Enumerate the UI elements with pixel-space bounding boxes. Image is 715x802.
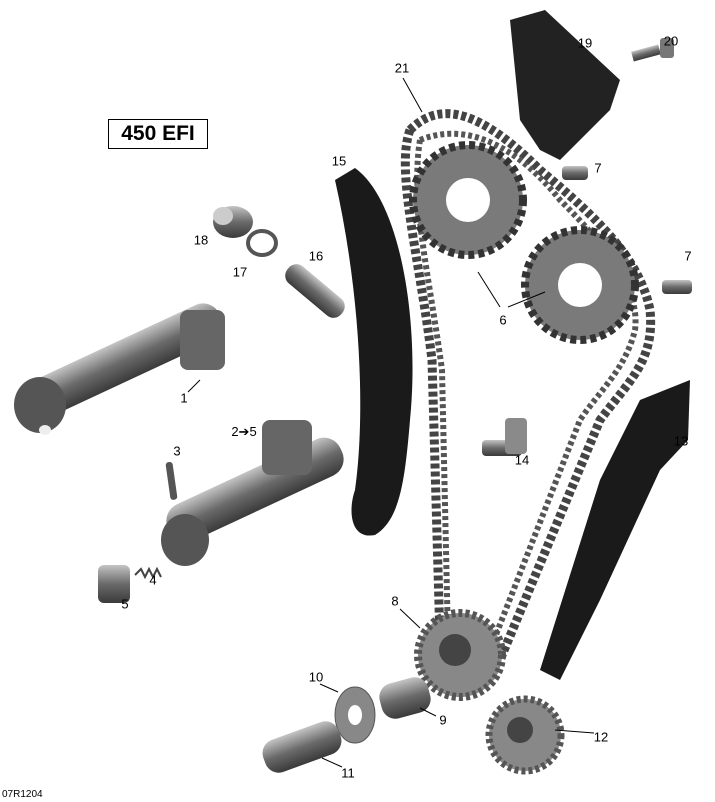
callout-2-to-5: 2➔5 bbox=[231, 424, 257, 439]
sleeve bbox=[379, 677, 431, 719]
callout-8: 8 bbox=[391, 593, 399, 609]
callout-9: 9 bbox=[439, 712, 447, 728]
callout-7: 7 bbox=[684, 248, 692, 264]
callout-18: 18 bbox=[193, 232, 209, 248]
callout-12: 12 bbox=[593, 729, 609, 745]
callout-5: 5 bbox=[121, 596, 129, 612]
shoulder-bolt bbox=[482, 418, 527, 456]
spring bbox=[134, 566, 162, 580]
pin bbox=[285, 264, 345, 318]
callout-17: 17 bbox=[232, 264, 248, 280]
bolt bbox=[662, 280, 692, 294]
tensioner-guide bbox=[540, 380, 690, 680]
o-ring bbox=[246, 229, 278, 257]
callout-21: 21 bbox=[394, 60, 410, 76]
callout-6: 6 bbox=[499, 312, 507, 328]
callout-14: 14 bbox=[514, 452, 530, 468]
bushing bbox=[213, 206, 253, 238]
leader-lines bbox=[187, 77, 595, 768]
camshaft-exhaust bbox=[14, 303, 225, 435]
shaft bbox=[262, 721, 342, 773]
chain-tensioner bbox=[510, 10, 620, 160]
callout-15: 15 bbox=[331, 153, 347, 169]
callout-4: 4 bbox=[149, 572, 157, 588]
callout-1: 1 bbox=[180, 390, 188, 406]
bolt bbox=[631, 38, 674, 62]
callout-11: 11 bbox=[341, 765, 355, 781]
decompressor-weight bbox=[98, 565, 130, 603]
callout-7: 7 bbox=[594, 160, 602, 176]
drawing-code: 07R1204 bbox=[2, 789, 43, 800]
callout-10: 10 bbox=[308, 669, 324, 685]
model-label: 450 EFI bbox=[108, 119, 208, 149]
callout-19: 19 bbox=[577, 35, 593, 51]
cam-sprocket bbox=[521, 226, 639, 344]
idler-gear bbox=[485, 695, 565, 775]
callout-20: 20 bbox=[663, 33, 679, 49]
timing-chain bbox=[400, 109, 656, 662]
chain-guide bbox=[335, 168, 413, 536]
pin-3 bbox=[165, 462, 178, 500]
camshaft-intake bbox=[161, 420, 344, 566]
callout-16: 16 bbox=[308, 248, 324, 264]
cam-sprocket bbox=[409, 141, 527, 259]
bolt bbox=[562, 166, 588, 180]
callout-13: 13 bbox=[673, 433, 689, 449]
crank-gear bbox=[414, 609, 506, 701]
callout-3: 3 bbox=[173, 443, 181, 459]
